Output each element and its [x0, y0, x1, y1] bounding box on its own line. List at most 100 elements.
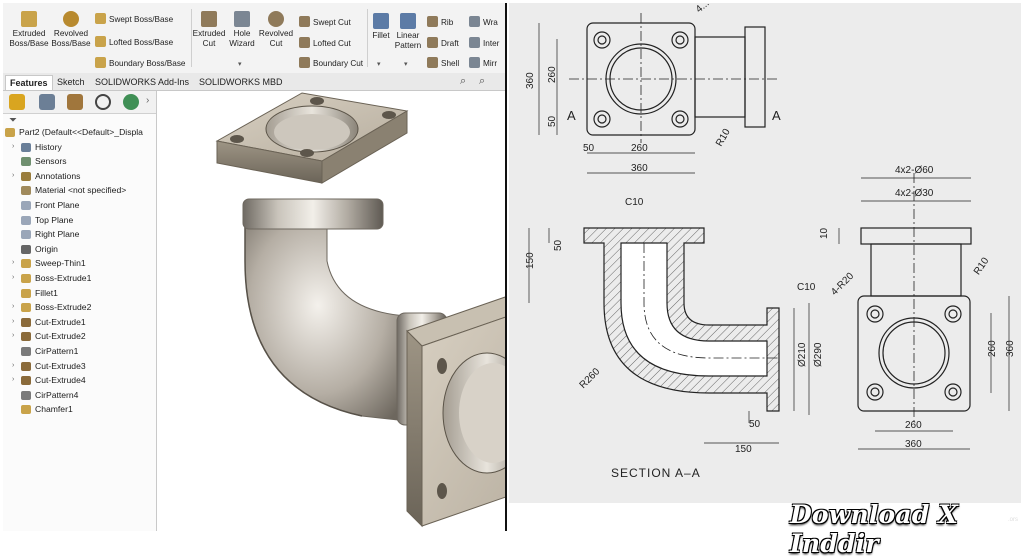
display-manager-icon[interactable]	[123, 94, 139, 110]
filter-icon[interactable]: ⏷	[9, 115, 17, 126]
swept-boss-icon	[95, 13, 106, 24]
expand-chevron-icon[interactable]: ›	[12, 142, 15, 150]
tree-item[interactable]: › Cut-Extrude1	[3, 315, 156, 330]
tab-solidworks-add-ins[interactable]: SOLIDWORKS Add-Ins	[95, 77, 190, 87]
dim-top-edge: 4...	[694, 3, 712, 15]
swept-cut-icon	[299, 16, 310, 27]
solidworks-window: Extruded Boss/Base Revolved Boss/Base Sw…	[3, 3, 507, 531]
boundary-boss-icon	[95, 57, 106, 68]
mirror-button[interactable]: Mirr	[469, 57, 497, 68]
tree-item[interactable]: › Annotations	[3, 169, 156, 184]
tree-item[interactable]: ›Cut-Extrude2	[3, 329, 156, 344]
wrap-icon	[469, 16, 480, 27]
hole-wizard-dropdown-icon[interactable]: ▾	[238, 61, 242, 68]
tree-item[interactable]: ›Cut-Extrude3	[3, 359, 156, 374]
rib-icon	[427, 16, 438, 27]
chevron-right-icon[interactable]: ›	[146, 95, 150, 106]
tree-item[interactable]: Chamfer1	[3, 402, 156, 417]
expand-chevron-icon[interactable]: ›	[12, 171, 15, 179]
graphics-area[interactable]	[157, 91, 505, 531]
feature-icon	[21, 200, 31, 210]
expand-chevron-icon[interactable]: ›	[12, 376, 15, 384]
part-icon	[5, 128, 15, 137]
extruded-boss-icon	[21, 11, 37, 27]
tree-item-label: Cut-Extrude1	[35, 316, 86, 327]
expand-chevron-icon[interactable]: ›	[12, 332, 15, 340]
configuration-manager-icon[interactable]	[67, 94, 83, 110]
tree-item[interactable]: › Boss-Extrude2	[3, 300, 156, 315]
tree-item-label: Annotations	[35, 170, 81, 181]
dim-c10-side: C10	[797, 282, 816, 293]
tree-item[interactable]: Right Plane	[3, 227, 156, 242]
draft-button[interactable]: Draft	[427, 37, 459, 48]
dim-50-section: 50	[553, 239, 564, 251]
lofted-cut-button[interactable]: Lofted Cut	[299, 37, 351, 48]
feature-icon	[21, 317, 31, 327]
feature-manager-icon[interactable]	[9, 94, 25, 110]
tree-item[interactable]: › Cut-Extrude4	[3, 373, 156, 388]
shell-button[interactable]: Shell	[427, 57, 459, 68]
tree-item[interactable]: › Boss-Extrude1	[3, 271, 156, 286]
tree-item-label: Boss-Extrude1	[35, 272, 92, 283]
feature-manager-panel: › ⏷ Part2 (Default<<Default>_Displa ›His…	[3, 91, 157, 531]
boundary-cut-button[interactable]: Boundary Cut	[299, 57, 363, 68]
tree-item[interactable]: Origin	[3, 242, 156, 257]
lofted-boss-button[interactable]: Lofted Boss/Base	[95, 36, 173, 47]
linear-pattern-button[interactable]: Linear Pattern	[393, 13, 423, 51]
3d-model-view	[215, 92, 505, 528]
pattern-dropdown-icon[interactable]: ▾	[404, 61, 408, 68]
swept-boss-button[interactable]: Swept Boss/Base	[95, 13, 173, 24]
rib-button[interactable]: Rib	[427, 16, 453, 27]
tree-item-label: CirPattern4	[35, 389, 79, 400]
boundary-cut-icon	[299, 57, 310, 68]
section-mark-a-left: A	[567, 108, 576, 123]
tree-item[interactable]: Material <not specified>	[3, 183, 156, 198]
tree-item-label: Cut-Extrude4	[35, 375, 86, 386]
elbow-body	[244, 210, 408, 422]
dim-c10-top: C10	[625, 197, 644, 208]
fillet-dropdown-icon[interactable]: ▾	[377, 61, 381, 68]
tab-sketch[interactable]: Sketch	[57, 77, 85, 87]
shell-icon	[427, 57, 438, 68]
expand-chevron-icon[interactable]: ›	[12, 303, 15, 311]
zoom-to-area-icon[interactable]: ⌕	[479, 75, 486, 87]
tab-solidworks-mbd[interactable]: SOLIDWORKS MBD	[199, 77, 283, 87]
tree-item[interactable]: Front Plane	[3, 198, 156, 213]
expand-chevron-icon[interactable]: ›	[12, 259, 15, 267]
intersect-button[interactable]: Inter	[469, 37, 499, 48]
boundary-boss-button[interactable]: Boundary Boss/Base	[95, 57, 185, 68]
wrap-button[interactable]: Wra	[469, 16, 498, 27]
tree-root-part[interactable]: Part2 (Default<<Default>_Displa	[3, 125, 156, 140]
tree-item[interactable]: Top Plane	[3, 213, 156, 228]
property-manager-icon[interactable]	[39, 94, 55, 110]
zoom-to-fit-icon[interactable]: ⌕	[460, 75, 467, 87]
feature-tree: Part2 (Default<<Default>_Displa ›History…	[3, 125, 156, 417]
expand-chevron-icon[interactable]: ›	[12, 317, 15, 325]
revolved-cut-button[interactable]: Revolved Cut	[257, 11, 295, 49]
hole-wizard-button[interactable]: Hole Wizard	[225, 11, 259, 49]
fillet-button[interactable]: Fillet	[367, 13, 395, 41]
tab-features[interactable]: Features	[5, 75, 53, 90]
feature-icon	[21, 390, 31, 400]
tree-item-label: Boss-Extrude2	[35, 302, 92, 313]
revolved-boss-button[interactable]: Revolved Boss/Base	[51, 11, 91, 49]
tree-item[interactable]: ›Sweep-Thin1	[3, 256, 156, 271]
watermark-logo: Download X Inddir	[790, 500, 959, 558]
expand-chevron-icon[interactable]: ›	[12, 273, 15, 281]
command-manager-tabs: Features Sketch SOLIDWORKS Add-Ins SOLID…	[3, 73, 505, 91]
tree-item[interactable]: Sensors	[3, 154, 156, 169]
extruded-cut-button[interactable]: Extruded Cut	[191, 11, 227, 49]
tree-item[interactable]: ›History	[3, 140, 156, 155]
tree-item[interactable]: CirPattern1	[3, 344, 156, 359]
dim-4-r20: 4-R20	[829, 271, 856, 298]
tree-item[interactable]: Fillet1	[3, 286, 156, 301]
tree-item-label: Front Plane	[35, 199, 80, 210]
dim-r10-side: R10	[972, 255, 992, 277]
expand-chevron-icon[interactable]: ›	[12, 361, 15, 369]
swept-cut-button[interactable]: Swept Cut	[299, 16, 351, 27]
dimxpert-icon[interactable]	[95, 94, 111, 110]
mirror-icon	[469, 57, 480, 68]
tree-item[interactable]: CirPattern4	[3, 388, 156, 403]
dim-260-side-vertical: 260	[987, 340, 998, 357]
extruded-boss-button[interactable]: Extruded Boss/Base	[9, 11, 49, 49]
